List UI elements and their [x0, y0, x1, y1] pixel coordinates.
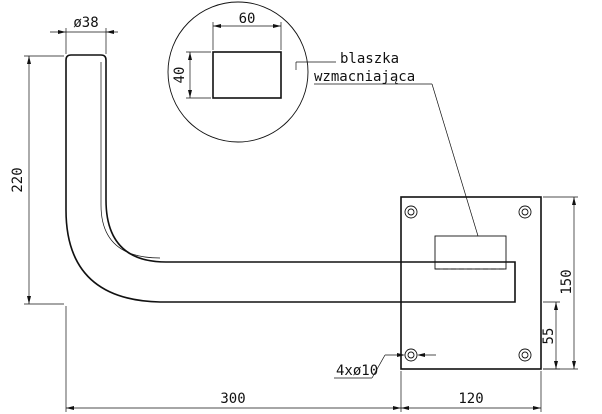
tube-diameter-label: ø38: [73, 15, 98, 31]
mounting-hole-top-right: [518, 205, 532, 219]
plate-width-dimension: 120: [401, 371, 542, 412]
mounting-hole-top-left: [404, 205, 418, 219]
callout-label-line2: wzmacniająca: [314, 69, 415, 85]
height-total-label: 220: [10, 167, 26, 192]
detail-plate: [212, 51, 282, 99]
holes-spec-label: 4xø10: [336, 363, 378, 379]
height-dimension: 220: [10, 55, 64, 305]
tube-inner-shading: [100, 62, 161, 259]
detail-circle: [167, 1, 309, 143]
mounting-plate: [400, 196, 542, 370]
plate-width-label: 120: [458, 391, 483, 407]
arm-length-label: 300: [220, 391, 245, 407]
mounting-hole-bottom-left: [404, 348, 418, 362]
arm-length-dimension: 300: [65, 306, 402, 412]
reinforcement-callout: blaszka wzmacniająca: [295, 51, 479, 237]
tube-top-end: [65, 54, 107, 61]
tube-diameter-dimension: ø38: [50, 15, 118, 54]
callout-label-line1: blaszka: [340, 51, 399, 67]
plate-height-dimension: 150: [543, 196, 578, 370]
hole-offset-label: 55: [541, 328, 557, 345]
holes-spec-callout: 4xø10: [334, 353, 436, 379]
detail-height-label: 40: [172, 67, 188, 84]
mounting-hole-bottom-right: [518, 348, 532, 362]
tube-outer-edge: [65, 60, 516, 303]
hole-offset-dimension: 55: [541, 301, 560, 370]
bent-tube: [65, 54, 516, 303]
plate-outline: [400, 196, 542, 370]
plate-height-label: 150: [559, 269, 575, 294]
detail-view: 60 40: [167, 1, 309, 143]
detail-width-label: 60: [239, 11, 256, 27]
reinforcement-plate: [434, 235, 507, 270]
